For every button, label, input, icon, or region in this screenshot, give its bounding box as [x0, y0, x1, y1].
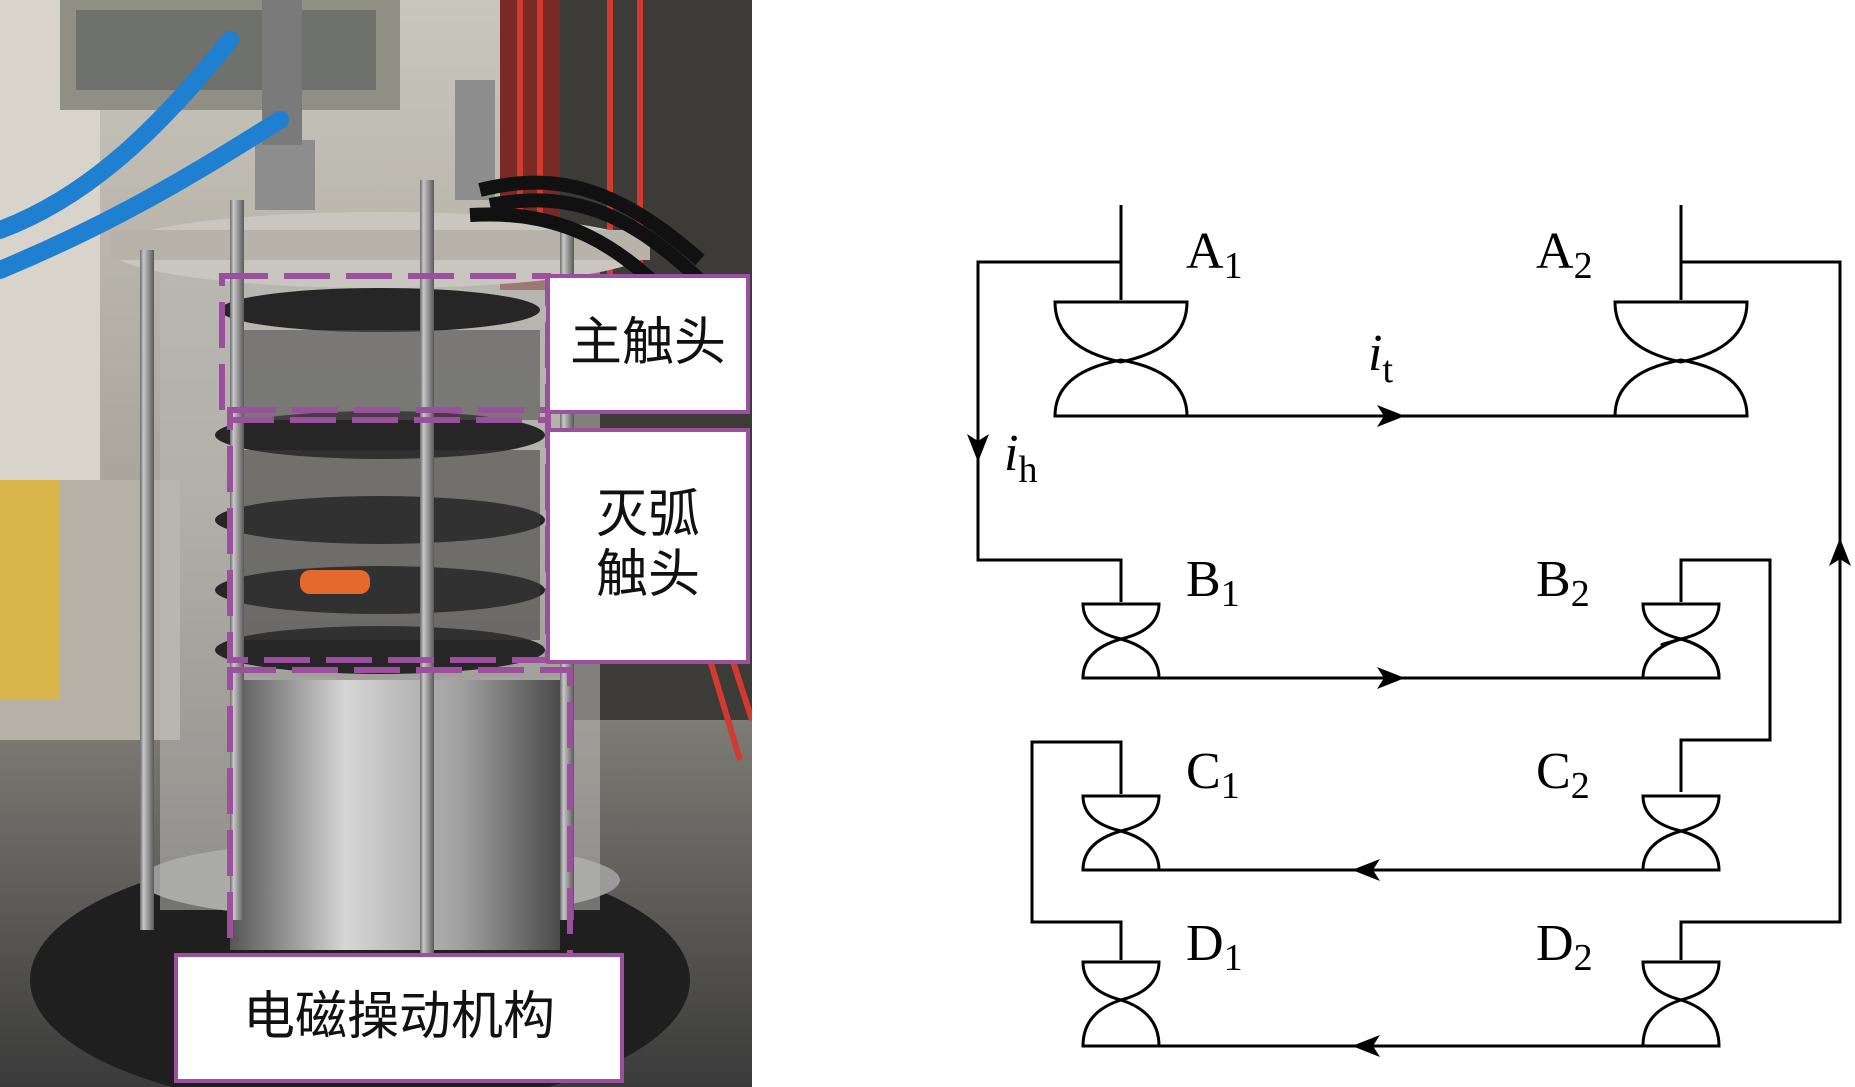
label-B1: B1	[1186, 551, 1240, 615]
label-D2: D2	[1536, 915, 1593, 979]
arrow-right-A	[1377, 405, 1405, 427]
label-C2: C2	[1536, 743, 1590, 807]
contact-D1	[1081, 960, 1161, 1048]
wire-right-return	[1679, 260, 1842, 960]
label-A1: A1	[1186, 223, 1243, 287]
label-C1: C1	[1186, 743, 1240, 807]
arrow-up-right	[1829, 538, 1851, 566]
label-D1: D1	[1186, 915, 1243, 979]
contact-D2	[1641, 960, 1721, 1048]
arrow-down-left	[967, 434, 989, 462]
label-B2: B2	[1536, 551, 1590, 615]
label-A2: A2	[1536, 223, 1593, 287]
main-contact-label: 主触头	[546, 274, 750, 414]
contact-C1	[1030, 740, 1161, 960]
current-label-ih: ih	[1004, 425, 1037, 491]
current-label-it: it	[1368, 325, 1393, 391]
contact-A2	[1613, 205, 1749, 418]
arrow-left-C	[1352, 859, 1380, 881]
contact-B2	[1641, 558, 1772, 792]
contact-A1	[1053, 205, 1189, 418]
contact-C2	[1641, 794, 1721, 872]
mechanism-label: 电磁操动机构	[174, 953, 624, 1083]
arc-contact-label: 灭弧 触头	[546, 428, 750, 664]
contact-B1	[1081, 560, 1161, 680]
wire-left-ih	[976, 260, 1123, 600]
arrow-left-D	[1352, 1035, 1380, 1057]
arrow-right-B	[1377, 667, 1405, 689]
